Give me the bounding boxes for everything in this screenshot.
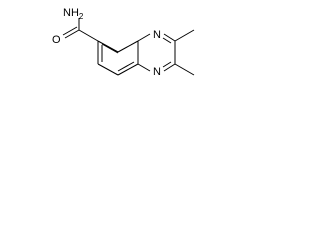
methyl-bond-bottom [174,63,195,76]
amine-label: NH2 [63,7,84,21]
carbonyl-double-bond-a [64,29,80,39]
ring-nitrogen-bottom-label: N [153,66,161,78]
carboxamide-group [62,18,99,42]
pyrazine-ring [137,33,176,72]
double-bond-c4a-c5-inner [117,61,135,72]
bond-c8-c8a [117,40,139,53]
carbonyl-double-bond-b [62,26,78,36]
bond-c7-c8 [97,40,119,53]
carbonyl-oxygen-label: O [52,34,61,46]
bond-n1-c2 [163,33,176,42]
bond-c5-c6 [97,63,119,76]
bond-c3-n4 [163,63,176,72]
bond-ring-to-carbonyl [78,29,99,42]
chemical-structure-diagram: NH2 O N N [52,7,195,78]
double-bond-n1-c2-inner [162,37,172,44]
bond-c4a-c5 [117,63,139,76]
methyl-bond-top [174,29,195,42]
double-bond-c3-n4-inner [162,61,172,68]
benzene-ring [97,40,139,76]
ring-nitrogen-top-label: N [153,29,161,41]
double-bond-c7-c8-inner [101,43,119,54]
bond-c8a-n1 [137,33,151,42]
bond-n4-c4a [137,63,151,72]
